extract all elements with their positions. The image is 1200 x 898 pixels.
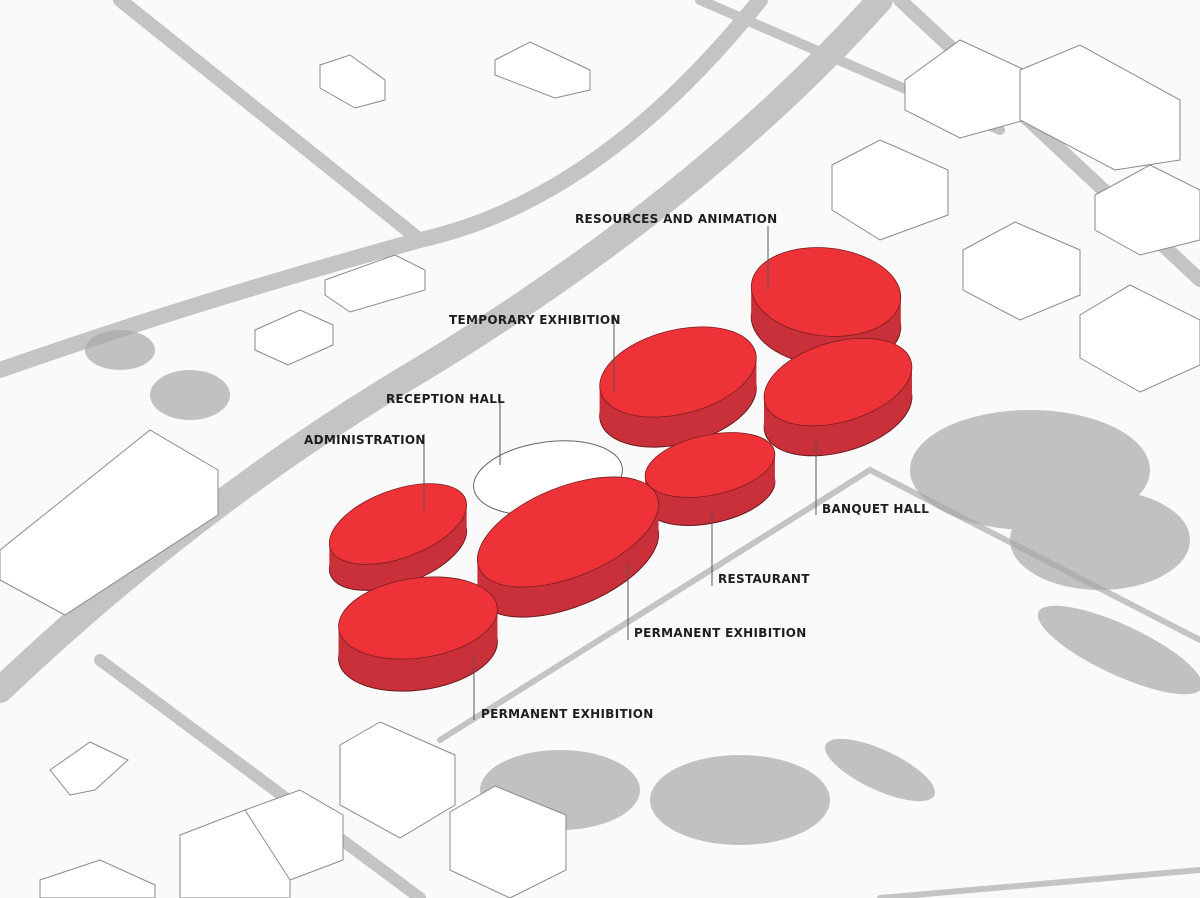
block-permanent-exhibition-main (476, 476, 660, 618)
label-resources-and-animation: RESOURCES AND ANIMATION (575, 212, 778, 226)
label-permanent-exhibition-lower: PERMANENT EXHIBITION (481, 707, 654, 721)
label-banquet-hall: BANQUET HALL (822, 502, 930, 516)
block-banquet-hall (763, 337, 913, 457)
block-permanent-exhibition-lower (338, 576, 498, 692)
label-temporary-exhibition: TEMPORARY EXHIBITION (449, 313, 621, 327)
block-resources-and-animation-roof (750, 247, 902, 337)
block-permanent-exhibition-main-roof (477, 476, 659, 588)
block-restaurant-roof (644, 432, 776, 498)
block-administration (328, 483, 468, 591)
trees (85, 330, 1200, 845)
block-resources-and-animation (750, 247, 902, 367)
leader-lines (423, 226, 817, 720)
label-administration: ADMINISTRATION (304, 433, 426, 447)
label-restaurant: RESTAURANT (718, 572, 810, 586)
block-banquet-hall-roof (763, 337, 913, 427)
block-administration-roof (328, 483, 468, 565)
block-temporary-exhibition-roof (599, 326, 757, 418)
label-reception-hall: RECEPTION HALL (386, 392, 506, 406)
context-buildings (0, 39, 1200, 898)
label-permanent-exhibition-main: PERMANENT EXHIBITION (634, 626, 807, 640)
block-temporary-exhibition (599, 326, 757, 448)
block-restaurant (644, 432, 776, 526)
block-permanent-exhibition-lower-roof (338, 576, 498, 660)
program-blocks (328, 247, 913, 692)
